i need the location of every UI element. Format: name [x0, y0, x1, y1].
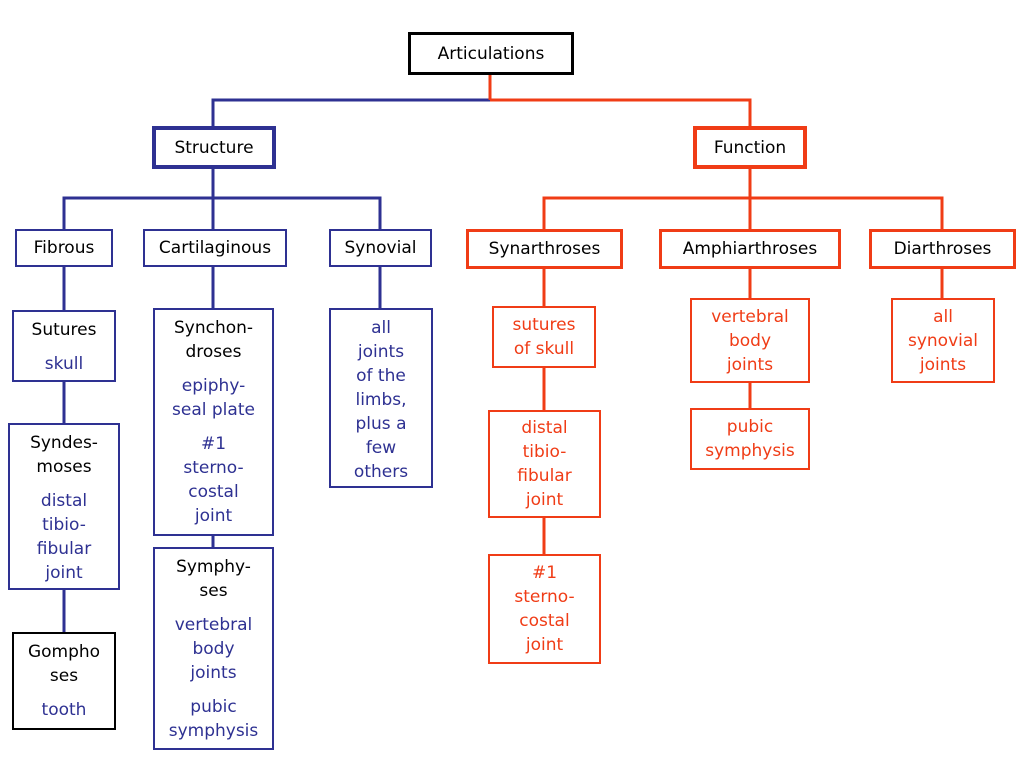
synarthroses-ex2-line-3: fibular — [517, 466, 572, 486]
synchondroses-ex2-2: sterno- — [183, 458, 244, 478]
synovial-example-7: others — [353, 462, 409, 482]
syndesmoses-example-2: tibio- — [42, 515, 86, 535]
amphiarthroses-example-1: vertebral body joints — [690, 298, 810, 383]
synovial-example-4: limbs, — [355, 390, 407, 410]
gomphoses-node: Gompho ses tooth — [12, 632, 116, 730]
synarthroses-ex3-line-1: #1 — [531, 563, 558, 583]
symphyses-title-2: ses — [199, 581, 228, 601]
sutures-example: skull — [44, 354, 84, 374]
syndesmoses-node: Syndes- moses distal tibio- fibular join… — [8, 423, 120, 590]
diarthroses-label: Diarthroses — [893, 239, 992, 259]
syndesmoses-title-1: Syndes- — [30, 433, 98, 453]
synarthroses-ex1-line-2: of skull — [513, 339, 575, 359]
synarthroses-ex1-line-1: sutures — [512, 315, 576, 335]
root-node: Articulations — [408, 32, 574, 75]
synarthroses-ex3-line-3: costal — [519, 611, 570, 631]
diarthroses-node: Diarthroses — [869, 229, 1016, 269]
function-node: Function — [693, 126, 807, 169]
synovial-example-5: plus a — [355, 414, 407, 434]
symphyses-title-1: Symphy- — [176, 557, 251, 577]
syndesmoses-example-1: distal — [40, 491, 88, 511]
amphiarthroses-ex1-line-3: joints — [726, 354, 774, 375]
gomphoses-title-2: ses — [49, 666, 79, 686]
synchondroses-ex2-3: costal — [188, 482, 239, 502]
symphyses-node: Symphy- ses vertebral body joints pubic … — [153, 547, 274, 750]
symphyses-ex2-1: pubic — [190, 697, 237, 717]
synovial-label: Synovial — [344, 238, 417, 258]
syndesmoses-title-2: moses — [36, 457, 92, 477]
structure-label: Structure — [174, 137, 254, 158]
synchondroses-ex2-4: joint — [194, 506, 233, 526]
synovial-node: Synovial — [329, 229, 432, 267]
synarthroses-ex3-line-4: joint — [525, 635, 564, 655]
synarthroses-label: Synarthroses — [488, 239, 601, 259]
symphyses-ex2-2: symphysis — [168, 721, 259, 741]
synchondroses-node: Synchon- droses epiphy- seal plate #1 st… — [153, 308, 274, 536]
synarthroses-ex3-line-2: sterno- — [514, 587, 575, 607]
synovial-example-2: joints — [357, 342, 405, 362]
diarthroses-ex1-line-2: synovial — [907, 330, 979, 351]
amphiarthroses-ex1-line-1: vertebral — [711, 306, 789, 327]
amphiarthroses-ex2-line-1: pubic — [726, 417, 774, 437]
amphiarthroses-ex2-line-2: symphysis — [705, 441, 795, 461]
synovial-example-node: all joints of the limbs, plus a few othe… — [329, 308, 433, 488]
amphiarthroses-ex1-line-2: body — [728, 330, 772, 351]
synchondroses-ex1-1: epiphy- — [181, 376, 246, 396]
amphiarthroses-node: Amphiarthroses — [659, 229, 841, 269]
amphiarthroses-example-2: pubic symphysis — [690, 408, 810, 470]
synovial-example-6: few — [365, 438, 397, 458]
synchondroses-ex1-2: seal plate — [172, 400, 255, 420]
symphyses-ex1-3: joints — [190, 663, 237, 683]
root-label: Articulations — [437, 43, 545, 64]
sutures-node: Sutures skull — [12, 310, 116, 382]
diarthroses-example-1: all synovial joints — [891, 298, 995, 383]
synarthroses-ex2-line-2: tibio- — [522, 442, 567, 462]
synarthroses-example-2: distal tibio- fibular joint — [488, 410, 601, 518]
structure-node: Structure — [152, 126, 276, 169]
sutures-title: Sutures — [31, 320, 97, 340]
symphyses-ex1-1: vertebral — [174, 615, 253, 635]
synarthroses-example-3: #1 sterno- costal joint — [488, 554, 601, 664]
function-label: Function — [713, 137, 787, 158]
synchondroses-title-1: Synchon- — [173, 318, 254, 338]
synarthroses-node: Synarthroses — [466, 229, 623, 269]
cartilaginous-label: Cartilaginous — [158, 238, 272, 258]
synovial-example-3: of the — [356, 366, 406, 386]
synarthroses-ex2-line-4: joint — [525, 490, 564, 510]
synarthroses-ex2-line-1: distal — [521, 418, 568, 438]
synarthroses-example-1: sutures of skull — [492, 306, 596, 368]
synovial-example-1: all — [371, 318, 391, 338]
amphiarthroses-label: Amphiarthroses — [682, 239, 818, 259]
gomphoses-title-1: Gompho — [27, 642, 101, 662]
diarthroses-ex1-line-3: joints — [919, 354, 967, 375]
symphyses-ex1-2: body — [192, 639, 235, 659]
syndesmoses-example-4: joint — [45, 563, 83, 583]
fibrous-node: Fibrous — [15, 229, 113, 267]
gomphoses-example: tooth — [41, 700, 87, 720]
cartilaginous-node: Cartilaginous — [143, 229, 287, 267]
synchondroses-ex2-1: #1 — [200, 434, 227, 454]
synchondroses-title-2: droses — [185, 342, 242, 362]
fibrous-label: Fibrous — [33, 238, 95, 258]
diarthroses-ex1-line-1: all — [933, 306, 953, 327]
syndesmoses-example-3: fibular — [36, 539, 92, 559]
